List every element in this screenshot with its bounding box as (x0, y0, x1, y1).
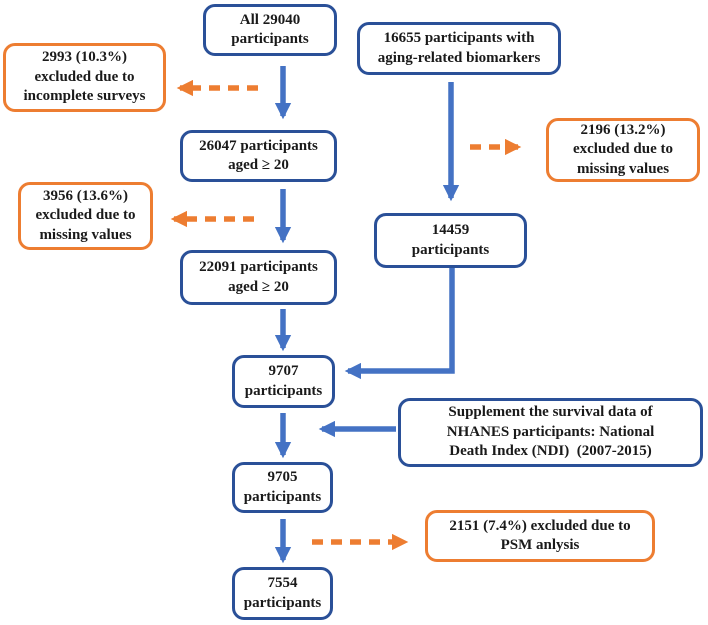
box-text-line: incomplete surveys (23, 88, 146, 105)
box-supplement-ndi: Supplement the survival data of NHANES p… (398, 398, 703, 467)
box-excluded-missing-right: 2196 (13.2%) excluded due to missing val… (546, 118, 700, 182)
box-9705-participants: 9705 participants (232, 462, 333, 513)
box-text-line: 7554 (267, 575, 298, 591)
box-text-line: participants (243, 594, 322, 611)
box-text-line: 2196 (13.2%) (580, 121, 666, 138)
box-excluded-incomplete-surveys: 2993 (10.3%) excluded due to incomplete … (3, 43, 166, 112)
box-text-line: PSM anlysis (500, 537, 580, 553)
box-text-line: 9707 (268, 363, 299, 379)
box-text-line: NHANES participants: National (446, 423, 655, 440)
box-text-line: missing values (576, 160, 670, 177)
box-26047-aged: 26047 participants aged ≥ 20 (180, 130, 337, 182)
box-excluded-missing-left: 3956 (13.6%) excluded due to missing val… (18, 182, 153, 250)
box-text-line: aged ≥ 20 (228, 157, 289, 173)
box-9707-participants: 9707 participants (232, 355, 335, 408)
box-text-line: Death Index (NDI) (2007-2015) (449, 443, 652, 460)
box-text-line: Supplement the survival data of (448, 404, 653, 421)
box-all-participants: All 29040 participants (203, 4, 337, 56)
box-text-line: 22091 participants (199, 259, 318, 275)
box-text-line: 16655 participants with (383, 30, 535, 46)
box-22091-aged: 22091 participants aged ≥ 20 (180, 250, 337, 305)
box-text-line: excluded due to (572, 141, 673, 158)
box-excluded-psm: 2151 (7.4%) excluded due to PSM anlysis (425, 510, 655, 562)
box-text-line: aging-related biomarkers (377, 49, 541, 66)
box-text-line: excluded due to (34, 68, 135, 85)
box-text-line: 14459 (431, 222, 470, 238)
box-7554-participants: 7554 participants (232, 567, 333, 620)
arrow-14459-to-9707 (344, 268, 455, 380)
box-text-line: participants (243, 488, 322, 505)
box-text-line: 26047 participants (199, 137, 318, 154)
box-text-line: participants (231, 31, 309, 47)
box-text-line: participants (244, 382, 323, 399)
box-text-line: 3956 (13.6%) (43, 187, 128, 204)
box-text-line: 2151 (7.4%) excluded due to (449, 517, 631, 534)
box-text-line: participants (411, 241, 490, 258)
box-text-line: excluded due to (35, 207, 136, 224)
box-14459-participants: 14459 participants (374, 213, 527, 268)
box-biomarkers: 16655 participants with aging-related bi… (357, 22, 561, 75)
box-text-line: 2993 (10.3%) (42, 49, 127, 66)
box-text-line: missing values (39, 226, 132, 243)
box-text-line: All 29040 (239, 11, 301, 28)
box-text-line: aged ≥ 20 (228, 278, 289, 295)
box-text-line: 9705 (267, 469, 298, 485)
